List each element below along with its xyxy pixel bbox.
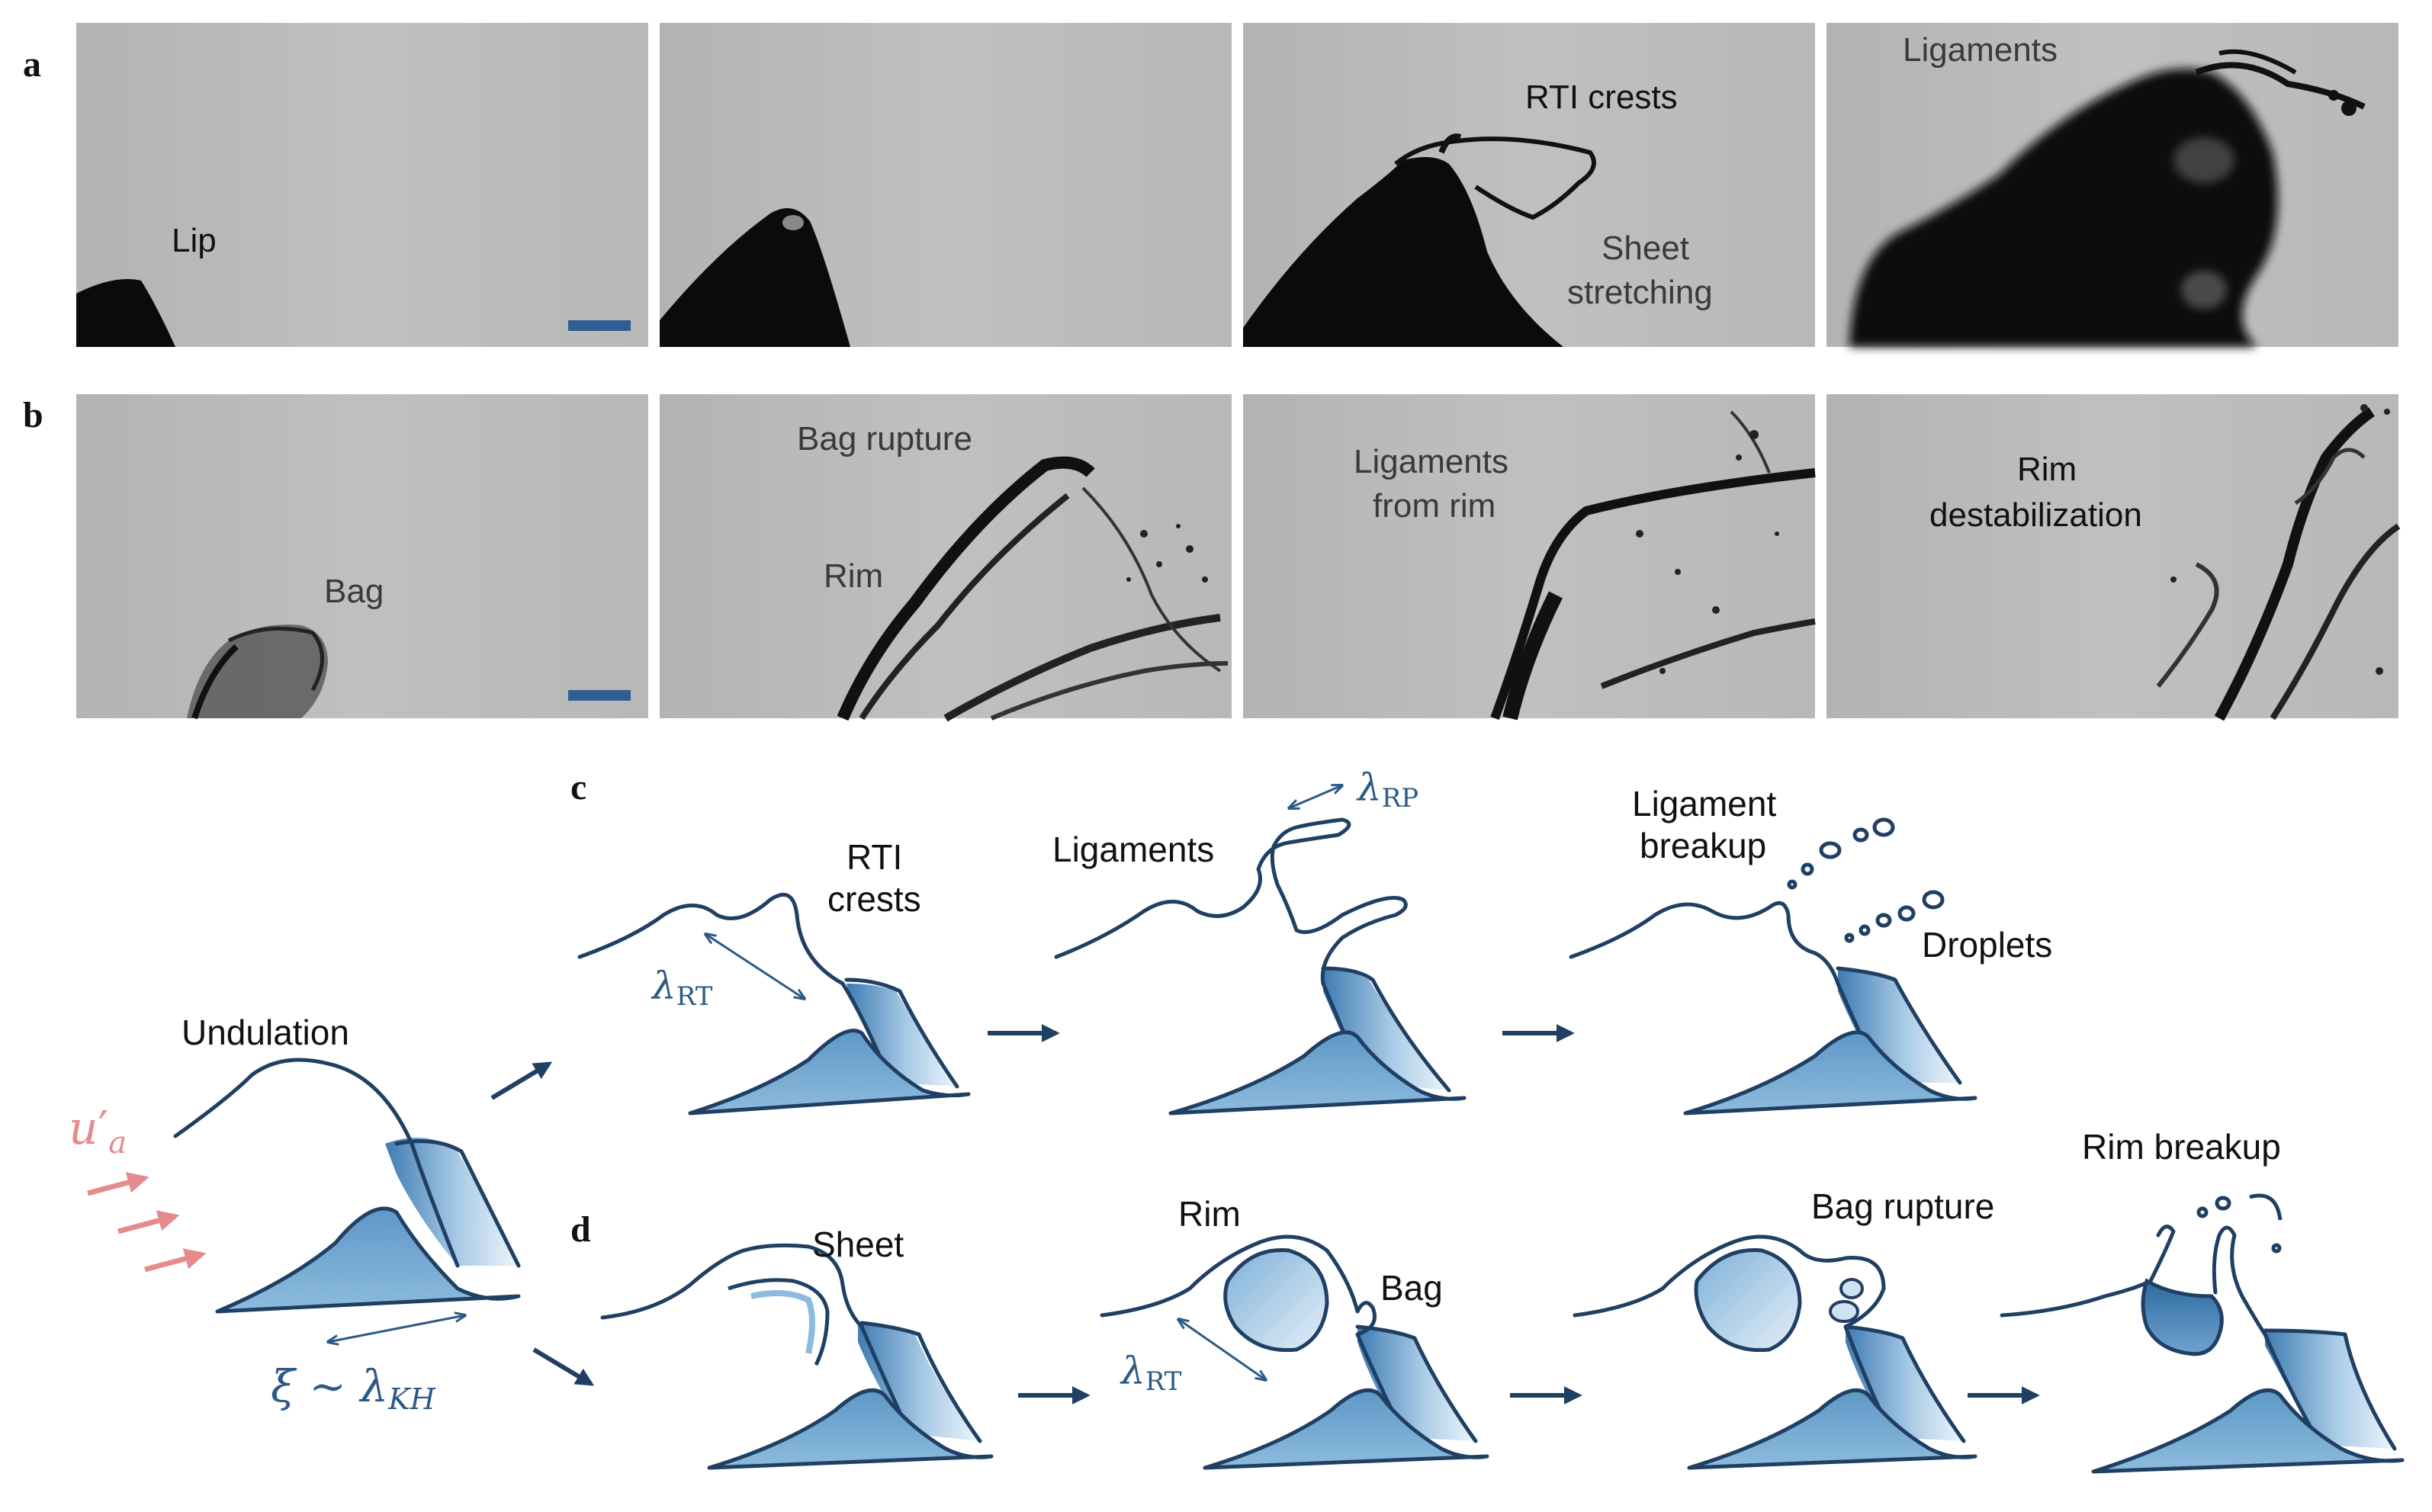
label-rim-d: Rim bbox=[1178, 1194, 1241, 1234]
label-sheet: Sheet bbox=[1602, 230, 1689, 267]
label-bag-d: Bag bbox=[1380, 1268, 1443, 1308]
lambda-rp-symbol: λRP bbox=[1356, 766, 1418, 814]
label-ligaments-a: Ligaments bbox=[1903, 31, 2058, 69]
flow-arrow bbox=[532, 1347, 595, 1386]
label-bag-rupture-photo: Bag rupture bbox=[797, 420, 972, 457]
photo-a1: Lip bbox=[76, 23, 648, 347]
panel-label-c: c bbox=[570, 767, 586, 807]
flow-arrow bbox=[490, 1061, 553, 1100]
photo-a4: Ligaments bbox=[1826, 23, 2398, 347]
label-rti: RTI bbox=[847, 837, 902, 877]
panel-label-d: d bbox=[570, 1209, 591, 1250]
airflow-arrow bbox=[87, 1172, 149, 1196]
wavelength-dimension bbox=[328, 1315, 465, 1342]
photo-b3: Ligaments from rim bbox=[1243, 394, 1816, 721]
label-destabilization: destabilization bbox=[1929, 496, 2142, 534]
airflow-arrow bbox=[144, 1248, 207, 1273]
sketch-d1: Sheet bbox=[600, 1225, 1091, 1470]
lambda-rt-symbol: λRT bbox=[1120, 1349, 1182, 1397]
sketch-c2: Ligaments λRP bbox=[1052, 766, 1575, 1116]
sketch-undulation: Undulation u′a ξ ∼ λKH bbox=[69, 1013, 595, 1416]
droplets bbox=[1787, 817, 1945, 943]
sketch-d2: Rim Bag λRT bbox=[1100, 1194, 1582, 1470]
photo-b1: Bag bbox=[76, 394, 648, 720]
u-prime-a-symbol: u′a bbox=[69, 1102, 127, 1160]
sketch-c3: Ligament breakup Droplets bbox=[1569, 784, 2052, 1116]
rim-droplets bbox=[2196, 1193, 2283, 1254]
label-bag: Bag bbox=[324, 573, 384, 610]
label-ligaments-b: Ligaments bbox=[1354, 443, 1508, 480]
photo-b2: Bag rupture Rim bbox=[660, 394, 1232, 722]
panel-label-a: a bbox=[23, 44, 41, 85]
label-from-rim: from rim bbox=[1373, 487, 1496, 525]
label-crests: crests bbox=[827, 879, 921, 919]
sketch-c1: RTI crests λRT bbox=[577, 837, 1060, 1116]
label-stretching: stretching bbox=[1567, 274, 1713, 311]
airflow-arrow bbox=[117, 1210, 180, 1234]
label-rti-crests: RTI crests bbox=[1525, 79, 1678, 116]
panel-label-b: b bbox=[23, 395, 43, 435]
lambda-rt-symbol: λRT bbox=[651, 964, 713, 1012]
photo-b4: Rim destabilization bbox=[1826, 394, 2401, 721]
label-rim-photo: Rim bbox=[824, 557, 883, 595]
label-bag-rupture: Bag rupture bbox=[1811, 1186, 1994, 1226]
lambda-rt-dimension bbox=[1178, 1319, 1266, 1380]
scale-bar bbox=[568, 690, 631, 701]
label-lip: Lip bbox=[172, 222, 217, 259]
label-ligament: Ligament bbox=[1632, 784, 1776, 823]
lambda-rt-dimension bbox=[705, 934, 805, 999]
label-ligaments-c: Ligaments bbox=[1052, 830, 1214, 869]
label-sheet: Sheet bbox=[812, 1225, 904, 1264]
label-breakup: breakup bbox=[1640, 826, 1766, 865]
photo-a3: RTI crests Sheet stretching bbox=[1243, 23, 1815, 347]
photo-a2 bbox=[660, 23, 1232, 347]
label-rim-breakup: Rim breakup bbox=[2082, 1127, 2281, 1167]
scale-bar bbox=[568, 320, 631, 331]
sketch-d4: Rim breakup bbox=[2000, 1127, 2405, 1474]
label-rim-b4: Rim bbox=[2017, 451, 2077, 488]
xi-lambda-kh-symbol: ξ ∼ λKH bbox=[271, 1360, 436, 1416]
sketch-d3: Bag rupture bbox=[1573, 1186, 2040, 1470]
label-undulation: Undulation bbox=[182, 1013, 349, 1052]
lambda-rp-dimension bbox=[1289, 785, 1342, 808]
label-droplets: Droplets bbox=[1922, 925, 2052, 965]
